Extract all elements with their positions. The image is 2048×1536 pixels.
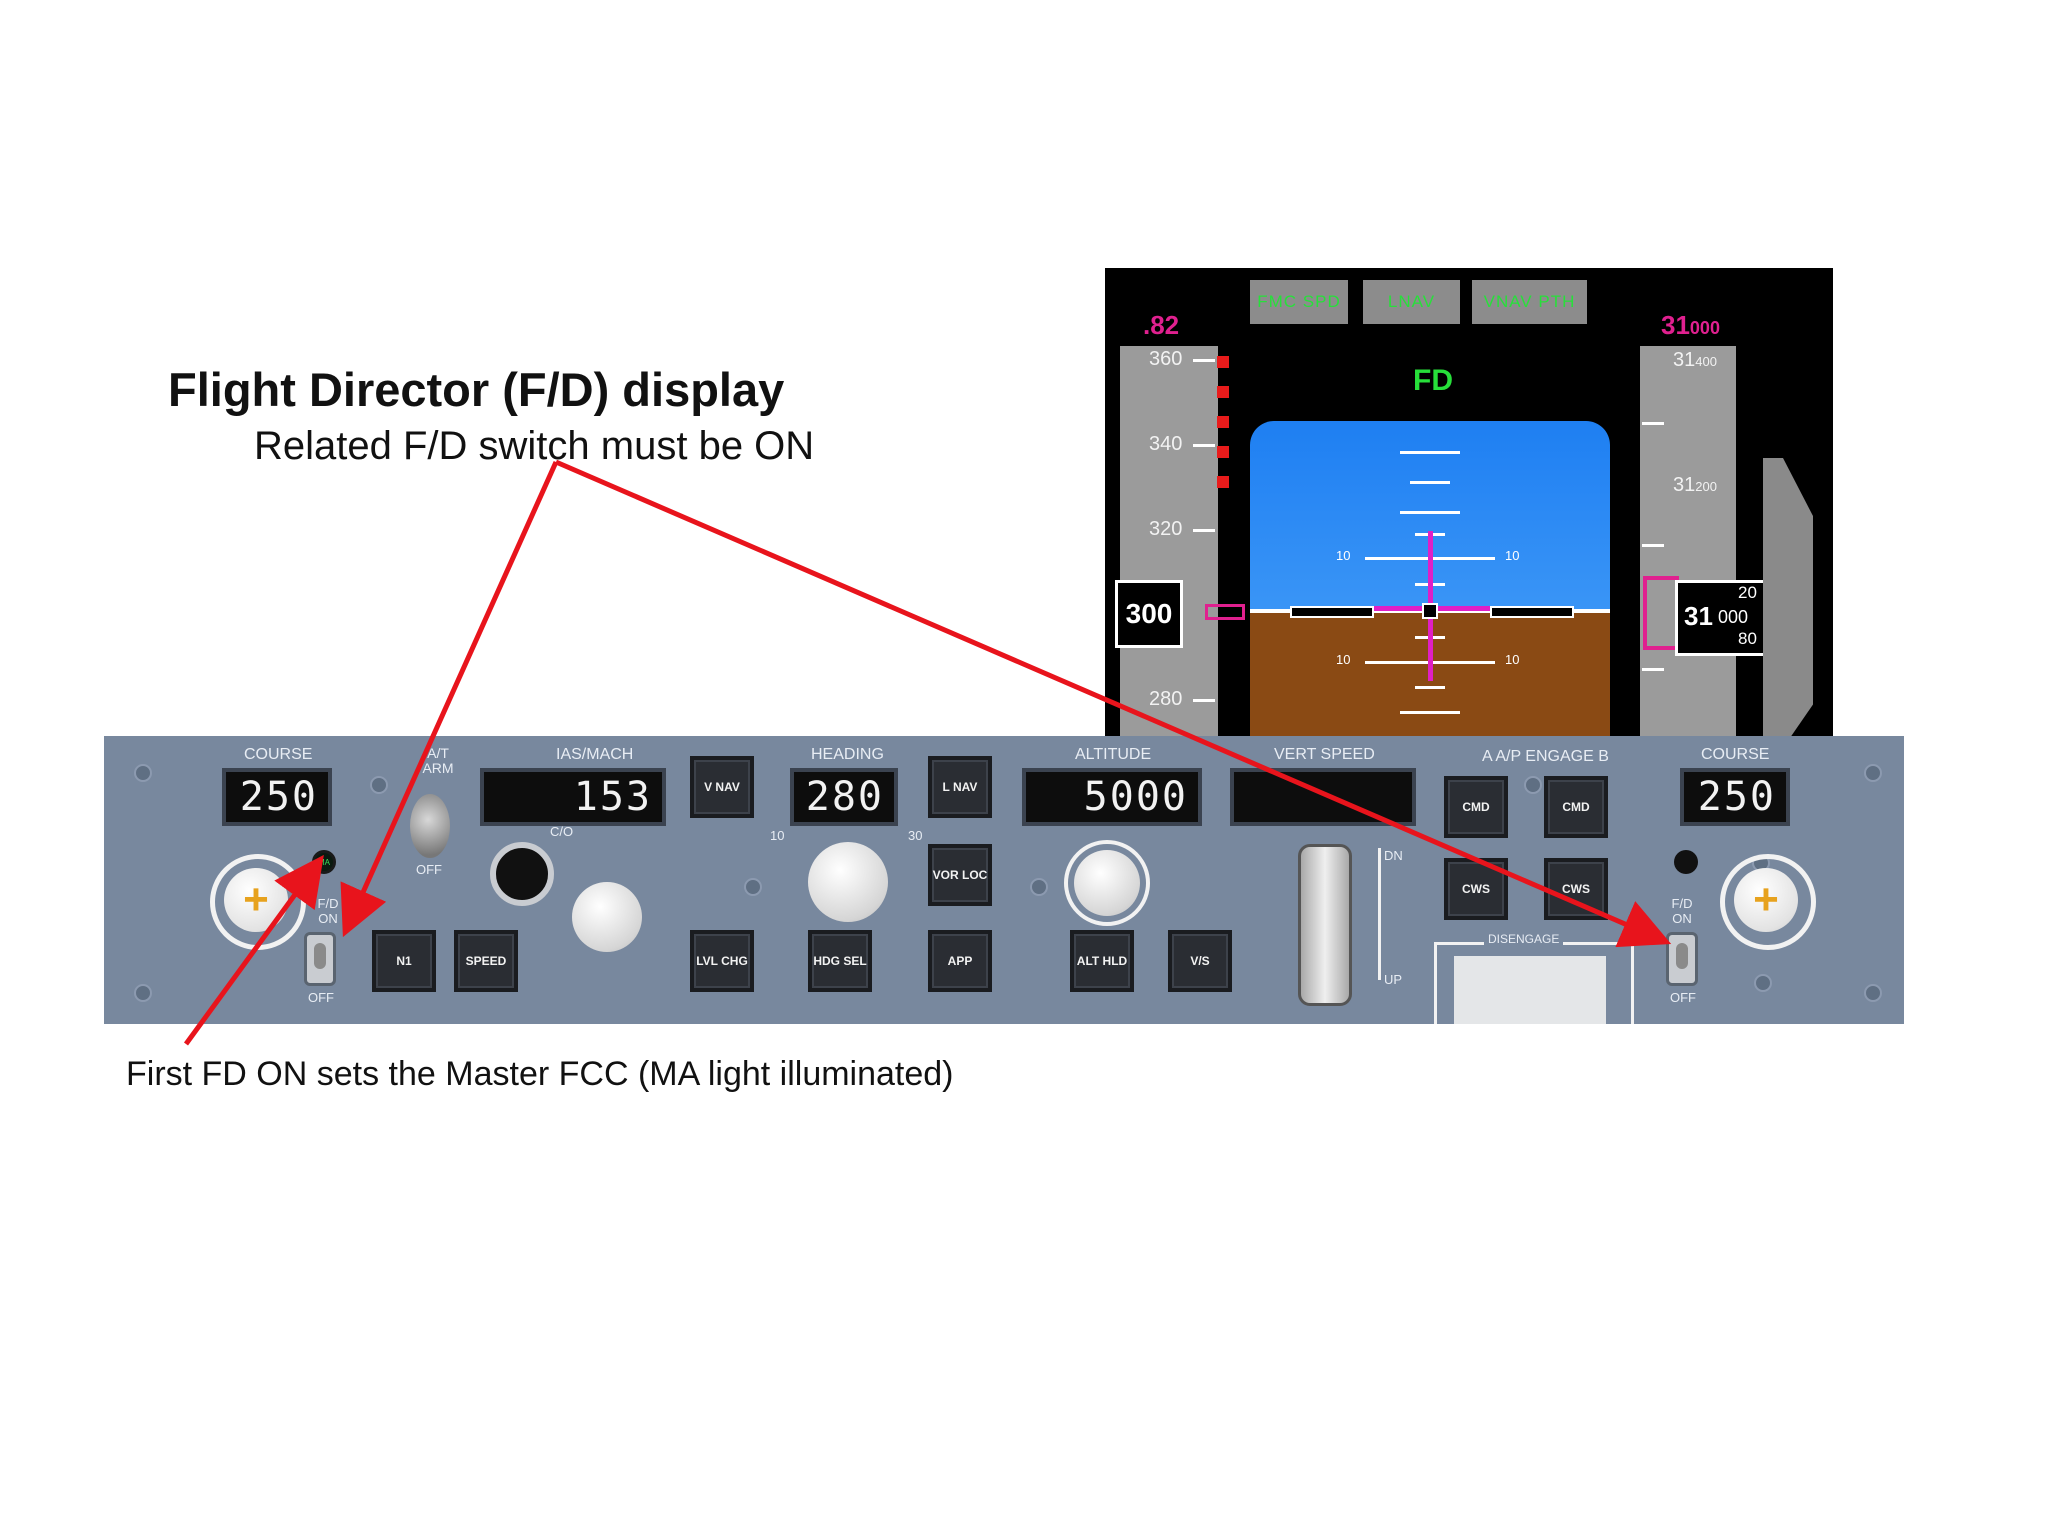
altitude-display: 5000 (1022, 768, 1202, 826)
heading-knob[interactable] (808, 842, 888, 922)
overspeed-marker (1217, 356, 1229, 368)
course-right-display: 250 (1680, 768, 1790, 826)
speed-tape (1120, 346, 1218, 738)
pitch-label: 10 (1505, 548, 1520, 563)
label-ias-mach: IAS/MACH (556, 746, 634, 763)
label-course-right: COURSE (1701, 746, 1770, 763)
at-arm-switch[interactable] (410, 794, 450, 858)
primary-flight-display: FMC SPD LNAV VNAV PTH .82 31000 360 340 … (1105, 268, 1833, 738)
vertical-speed-indicator (1763, 458, 1813, 738)
label-fd-on-right: F/D ON (1671, 896, 1693, 926)
altitude-tick: 31200 (1673, 474, 1717, 496)
label-at-arm: A/T ARM (422, 745, 454, 776)
heading-display: 280 (790, 768, 898, 826)
speed-tick: 320 (1149, 518, 1183, 540)
label-altitude: ALTITUDE (1075, 746, 1152, 763)
arrow-to-ma-light (183, 854, 324, 1046)
vs-button[interactable]: V/S (1168, 930, 1232, 992)
pitch-label: 10 (1505, 652, 1520, 667)
label-off-right: OFF (1670, 990, 1696, 1005)
airspeed-readout: 300 (1115, 580, 1183, 648)
label-co: C/O (550, 824, 574, 839)
arrow-to-right-fd-switch (555, 459, 1672, 948)
pitch-label: 10 (1336, 652, 1351, 667)
speed-knob[interactable] (572, 882, 642, 952)
course-left-display: 250 (222, 768, 332, 826)
alt-hld-button[interactable]: ALT HLD (1070, 930, 1134, 992)
selected-mach: .82 (1143, 310, 1180, 340)
altitude-readout: 31 000 20 80 (1675, 580, 1769, 656)
label-up: UP (1384, 972, 1403, 987)
slide-title: Flight Director (F/D) display (168, 363, 785, 416)
slide-subtitle: Related F/D switch must be ON (254, 424, 815, 468)
right-fcc-light (1674, 850, 1698, 874)
mode-control-panel: COURSE A/T ARM IAS/MACH HEADING ALTITUDE… (104, 736, 1904, 1024)
label-at-off: OFF (416, 862, 442, 877)
ap-disengage-bar[interactable] (1454, 956, 1606, 1024)
lvl-chg-button[interactable]: LVL CHG (690, 930, 754, 992)
ias-mach-display: 153 (480, 768, 666, 826)
aircraft-symbol-center (1422, 603, 1438, 619)
lnav-button[interactable]: L NAV (928, 756, 992, 818)
vert-speed-display (1230, 768, 1416, 826)
hdg-sel-button[interactable]: HDG SEL (808, 930, 872, 992)
course-right-knob[interactable]: + (1734, 868, 1798, 932)
label-ap-engage: A A/P ENGAGE B (1482, 748, 1609, 765)
slide-note: First FD ON sets the Master FCC (MA ligh… (126, 1055, 954, 1093)
fd-switch-right[interactable] (1666, 932, 1698, 986)
label-dn: DN (1384, 848, 1403, 863)
label-course-left: COURSE (244, 746, 313, 763)
fma-speed-mode: FMC SPD (1250, 280, 1348, 324)
speed-bug (1205, 604, 1245, 620)
label-off-left: OFF (308, 990, 334, 1005)
vor-loc-button[interactable]: VOR LOC (928, 844, 992, 906)
n1-button[interactable]: N1 (372, 930, 436, 992)
fd-annunciation: FD (1413, 364, 1453, 397)
cmd-b-button[interactable]: CMD (1544, 776, 1608, 838)
label-hdg-10: 10 (770, 828, 785, 843)
label-hdg-30: 30 (908, 828, 923, 843)
app-button[interactable]: APP (928, 930, 992, 992)
altitude-knob[interactable] (1074, 850, 1140, 916)
fma-pitch-mode: VNAV PTH (1472, 280, 1587, 324)
co-button[interactable] (490, 842, 554, 906)
fd-switch-left[interactable] (304, 932, 336, 986)
aircraft-symbol-right (1490, 606, 1574, 618)
altitude-tape (1640, 346, 1736, 738)
cmd-a-button[interactable]: CMD (1444, 776, 1508, 838)
vnav-button[interactable]: V NAV (690, 756, 754, 818)
label-heading: HEADING (811, 746, 884, 763)
arrow-to-left-fd-switch (340, 460, 559, 938)
pitch-label: 10 (1336, 548, 1351, 563)
label-disengage: DISENGAGE (1484, 932, 1564, 946)
fma-roll-mode: LNAV (1363, 280, 1460, 324)
speed-tick: 360 (1149, 348, 1183, 370)
speed-tick: 340 (1149, 433, 1183, 455)
altitude-tick: 31400 (1673, 349, 1717, 371)
speed-tick: 280 (1149, 688, 1183, 710)
vert-speed-wheel[interactable] (1298, 844, 1352, 1006)
label-vert-speed: VERT SPEED (1274, 746, 1375, 763)
attitude-indicator: 10 10 10 10 (1250, 421, 1610, 738)
selected-altitude: 31000 (1661, 310, 1720, 340)
aircraft-symbol-left (1290, 606, 1374, 618)
speed-button[interactable]: SPEED (454, 930, 518, 992)
